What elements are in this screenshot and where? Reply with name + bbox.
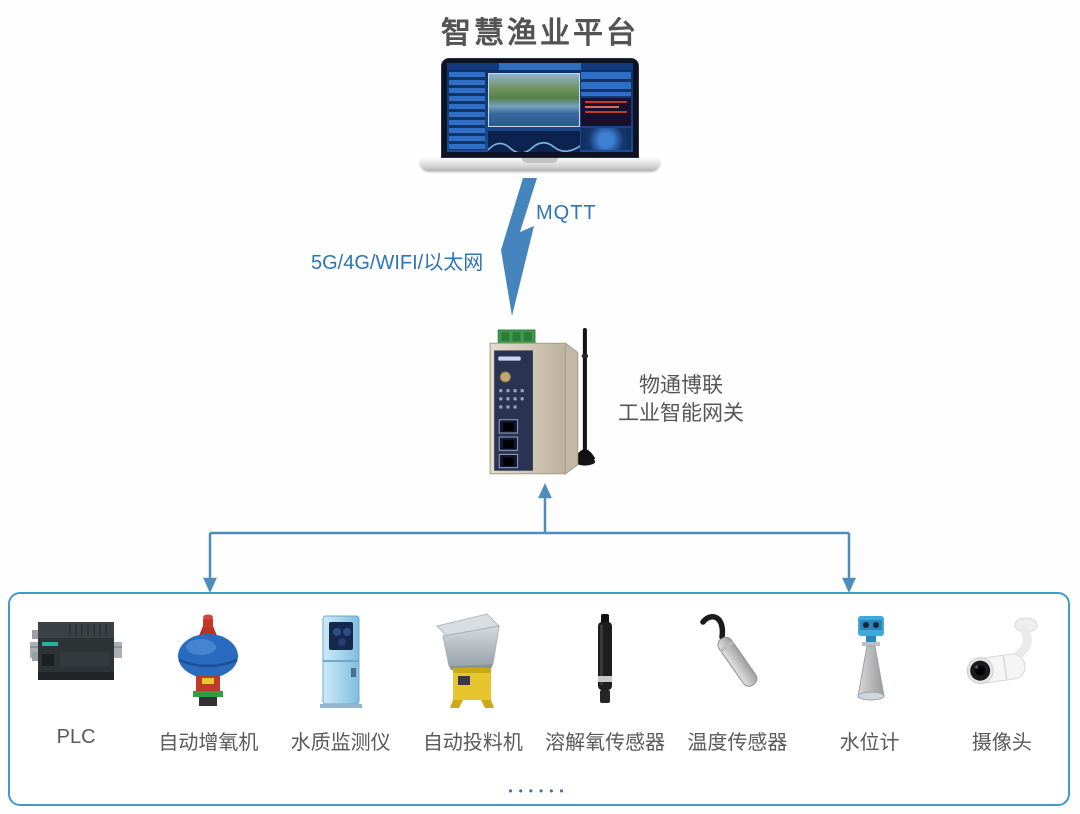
device-camera: 摄像头 — [936, 594, 1068, 755]
device-label-aerator: 自动增氧机 — [158, 732, 259, 754]
industrial-gateway-icon — [489, 328, 596, 475]
device-label-camera: 摄像头 — [971, 732, 1032, 754]
water-level-gauge-icon — [857, 616, 885, 701]
laptop-screen — [441, 58, 639, 158]
device-dissolved-oxygen-sensor: 溶解氧传感器 — [539, 594, 671, 755]
aerator-icon — [178, 614, 239, 706]
dashboard-data-tiles — [581, 72, 631, 96]
dashboard-gauge — [581, 128, 631, 150]
wave-chart-icon — [487, 141, 581, 152]
device-label-dissolved-oxygen-sensor: 溶解氧传感器 — [545, 732, 666, 754]
device-label-water-quality-monitor: 水质监测仪 — [290, 732, 391, 754]
device-label-water-level-gauge: 水位计 — [839, 732, 900, 754]
device-label-temperature-sensor: 温度传感器 — [687, 732, 788, 754]
page-title: 智慧渔业平台 — [441, 17, 639, 50]
device-label-auto-feeder: 自动投料机 — [422, 732, 523, 754]
gateway-antenna-icon — [582, 328, 587, 453]
network-types-label: 5G/4G/WIFI/以太网 — [311, 252, 484, 274]
more-devices-indicator: •••••• — [508, 784, 570, 798]
auto-feeder-icon — [435, 613, 500, 708]
dashboard-video-feed — [488, 73, 580, 127]
dashboard-trend-chart — [487, 131, 581, 152]
dashboard-left-panel — [449, 72, 485, 150]
dashboard-screenshot — [447, 63, 633, 152]
platform-dashboard-laptop — [420, 58, 660, 171]
dashboard-right-panel — [581, 72, 631, 150]
gateway-ethernet-ports-icon — [498, 419, 519, 469]
laptop-base — [420, 158, 660, 171]
device-water-level-gauge: 水位计 — [804, 594, 936, 755]
camera-icon — [966, 617, 1038, 685]
device-plc: PLC — [10, 594, 142, 749]
field-devices-box: PLC 自动增氧机 — [8, 592, 1070, 806]
temperature-sensor-icon — [700, 614, 758, 687]
gateway-label: 物通博联 工业智能网关 — [596, 372, 766, 428]
plc-icon — [30, 622, 123, 680]
gateway-vendor: 物通博联 — [639, 374, 723, 397]
gateway-product: 工业智能网关 — [618, 402, 744, 425]
device-aerator: 自动增氧机 — [142, 594, 274, 755]
dashboard-topbar — [447, 63, 633, 70]
water-quality-monitor-icon — [319, 615, 362, 708]
device-auto-feeder: 自动投料机 — [407, 594, 539, 755]
device-temperature-sensor: 温度传感器 — [671, 594, 803, 755]
dashboard-alarm-list — [581, 98, 631, 126]
device-label-plc: PLC — [56, 726, 96, 748]
lightning-bolt-icon — [501, 178, 537, 316]
device-water-quality-monitor: 水质监测仪 — [275, 594, 407, 755]
mqtt-protocol-label: MQTT — [536, 202, 597, 224]
dissolved-oxygen-sensor-icon — [598, 614, 613, 703]
